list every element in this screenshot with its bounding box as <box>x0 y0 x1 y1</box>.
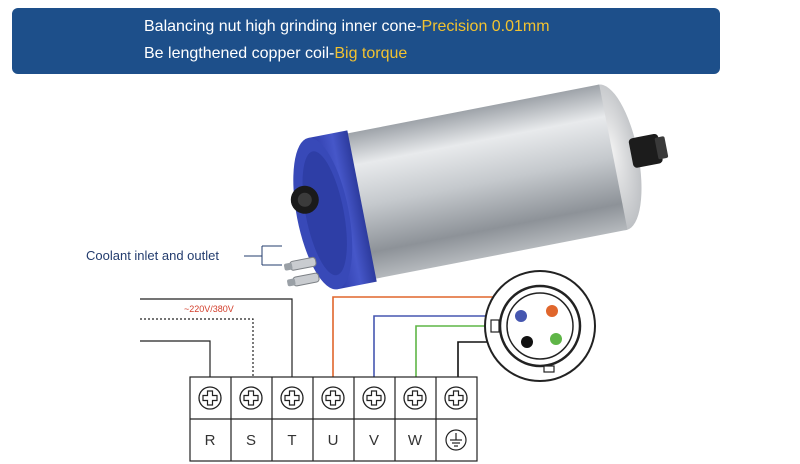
ground-icon <box>445 429 467 451</box>
spindle-motor <box>283 84 669 290</box>
supply-wiring <box>140 298 293 388</box>
coolant-nozzles <box>283 256 320 287</box>
pin-w <box>550 333 562 345</box>
terminal-label-v: V <box>368 432 379 449</box>
connector-face <box>484 270 596 382</box>
screw-icon <box>362 386 386 410</box>
wire-supply-s <box>140 318 254 388</box>
banner-line1-text: Balancing nut high grinding inner cone- <box>144 18 422 35</box>
banner-line1-highlight: Precision 0.01mm <box>421 18 550 35</box>
screw-icon <box>198 386 222 410</box>
banner-line-torque: Be lengthened copper coil-Big torque <box>144 45 407 63</box>
info-banner: Balancing nut high grinding inner cone-P… <box>12 8 720 74</box>
banner-line2-highlight: Big torque <box>334 45 408 62</box>
banner-line-precision: Balancing nut high grinding inner cone-P… <box>144 18 550 36</box>
terminal-label-w: W <box>407 432 423 449</box>
coolant-callout-leader <box>244 245 282 266</box>
terminal-label-r: R <box>204 432 216 449</box>
screw-icon <box>321 386 345 410</box>
screw-icon <box>403 386 427 410</box>
spindle-body <box>324 84 628 284</box>
screw-icon <box>239 386 263 410</box>
wire-supply-t <box>140 298 293 388</box>
terminal-label-u: U <box>327 432 339 449</box>
wire-supply-r <box>140 340 211 388</box>
terminal-label-s: S <box>245 432 256 449</box>
terminal-label-t: T <box>287 432 297 449</box>
pin-ground <box>521 336 533 348</box>
terminal-block <box>189 376 478 462</box>
screw-icon <box>444 386 468 410</box>
pin-u <box>546 305 558 317</box>
spindle-collet <box>628 133 663 168</box>
pin-v <box>515 310 527 322</box>
coolant-callout-label: Coolant inlet and outlet <box>86 248 219 263</box>
voltage-label: ~220V/380V <box>184 304 234 314</box>
wire-v <box>373 315 521 388</box>
banner-line2-text: Be lengthened copper coil- <box>144 45 335 62</box>
screw-icon <box>280 386 304 410</box>
